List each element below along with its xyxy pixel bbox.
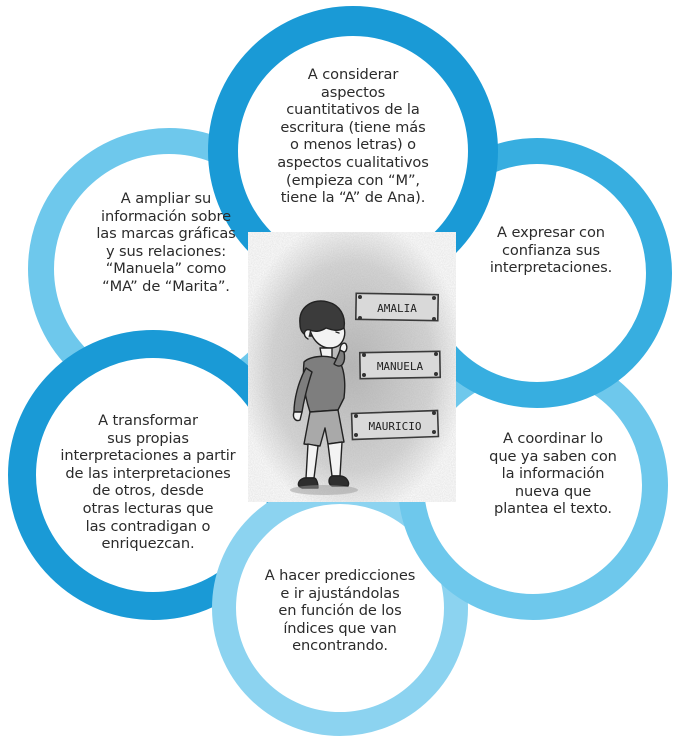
- text-line: interpretaciones.: [489, 259, 613, 277]
- sign-label: AMALIA: [377, 302, 417, 315]
- text-line: A considerar: [307, 66, 399, 83]
- petal-text-top-left: A ampliar su información sobre las marca…: [78, 190, 254, 296]
- text-line: de las interpretaciones: [65, 464, 231, 482]
- text-line: sus propias: [107, 429, 189, 447]
- text-line: y sus relaciones:: [105, 242, 227, 260]
- text-line: (empieza con “M”,: [286, 171, 420, 189]
- text-line: “MA” de “Marita”.: [102, 277, 230, 295]
- sign-label: MAURICIO: [369, 420, 422, 433]
- text-line: “Manuela” como: [105, 260, 227, 278]
- petal-text-bottom: A hacer predicciones e ir ajustándolas e…: [252, 567, 428, 655]
- sign-manuela: MANUELA: [358, 350, 442, 380]
- boy-figure: [292, 300, 350, 489]
- text-line: nueva que: [514, 482, 592, 500]
- text-line: índices que van: [283, 619, 397, 637]
- text-line: e ir ajustándolas: [280, 584, 400, 602]
- text-line: A ampliar su: [120, 190, 212, 207]
- text-line: las marcas gráficas: [96, 225, 236, 243]
- text-line: interpretaciones a partir: [60, 447, 236, 465]
- text-line: aspectos cualitativos: [277, 153, 429, 171]
- text-line: escritura (tiene más: [280, 118, 426, 136]
- text-line: enriquezcan.: [101, 535, 195, 553]
- text-line: o menos letras) o: [289, 136, 417, 154]
- sign-amalia: AMALIA: [354, 292, 440, 322]
- petal-text-top-right: A expresar con confianza sus interpretac…: [476, 224, 626, 277]
- text-line: encontrando.: [292, 637, 388, 655]
- text-line: las contradigan o: [85, 517, 211, 535]
- text-line: A hacer predicciones: [264, 567, 416, 584]
- text-line: A transformar: [98, 412, 198, 429]
- sign-mauricio: MAURICIO: [350, 409, 440, 441]
- sign-label: MANUELA: [377, 360, 424, 373]
- text-line: plantea el texto.: [494, 500, 612, 518]
- text-line: que ya saben con: [489, 447, 617, 465]
- text-line: confianza sus: [502, 241, 600, 259]
- text-line: otras lecturas que: [82, 499, 214, 517]
- text-line: aspectos: [320, 83, 386, 101]
- text-line: tiene la “A” de Ana).: [280, 189, 426, 207]
- petal-text-top: A considerar aspectos cuantitativos de l…: [270, 66, 436, 207]
- petal-text-bottom-right: A coordinar lo que ya saben con la infor…: [478, 430, 628, 518]
- petal-text-bottom-left: A transformar sus propias interpretacion…: [48, 412, 248, 553]
- text-line: de otros, desde: [92, 482, 204, 500]
- text-line: cuantitativos de la: [286, 101, 420, 119]
- text-line: información sobre: [101, 207, 231, 225]
- text-line: A expresar con: [497, 224, 605, 241]
- text-line: en función de los: [278, 602, 402, 620]
- text-line: la información: [501, 465, 605, 483]
- center-illustration: AMALIA MANUELA MAURICIO: [248, 232, 456, 502]
- text-line: A coordinar lo: [503, 430, 603, 447]
